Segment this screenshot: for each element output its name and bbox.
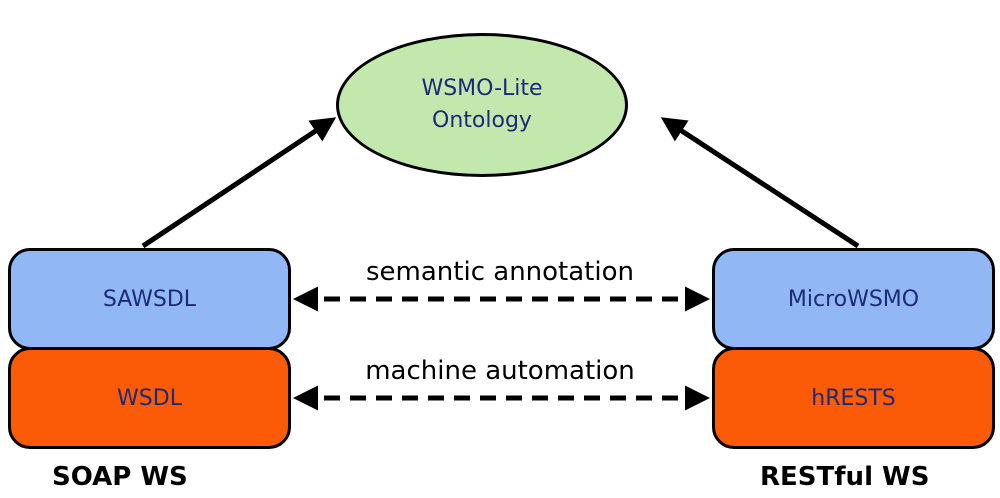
hrests-node: hRESTS [712,347,995,449]
sawsdl-label: SAWSDL [102,286,197,312]
arrow-microwsmo-to-ontology [660,117,860,249]
wsdl-label: WSDL [117,385,182,411]
hrests-label: hRESTS [811,385,896,411]
microwsmo-label: MicroWSMO [787,286,920,312]
arrow-sawsdl-to-ontology [141,117,337,249]
wsmo-lite-ontology-node: WSMO-Lite Ontology [336,33,628,177]
restful-ws-caption: RESTful WS [760,462,930,492]
soap-ws-caption: SOAP WS [52,462,188,492]
machine-automation-label: machine automation [365,356,635,386]
wsdl-node: WSDL [8,347,291,449]
microwsmo-node: MicroWSMO [712,248,995,350]
semantic-annotation-label: semantic annotation [366,257,634,287]
sawsdl-node: SAWSDL [8,248,291,350]
ontology-label-line1: WSMO-Lite [421,76,543,101]
ontology-label-line2: Ontology [432,108,532,133]
